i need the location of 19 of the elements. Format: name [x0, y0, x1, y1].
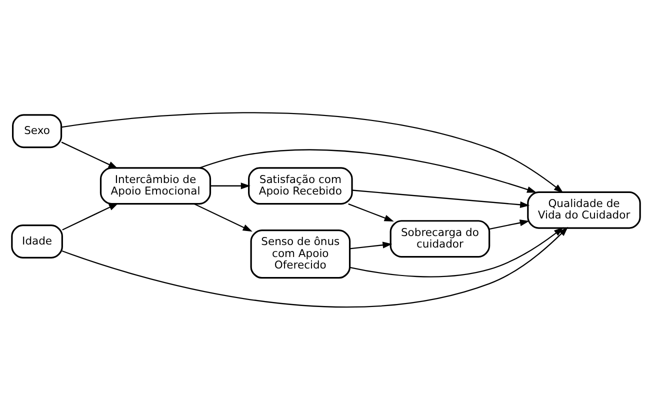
arrow: [61, 112, 564, 192]
arrow: [210, 182, 250, 189]
arrow: [61, 141, 118, 168]
arrow: [350, 241, 392, 249]
node-box: Satisfação com Apoio Recebido: [248, 166, 353, 204]
node-box: Intercâmbio de Apoio Emocional: [100, 166, 212, 204]
arrow: [489, 219, 530, 230]
arrow: [350, 226, 564, 277]
arrow: [62, 202, 118, 230]
node-box: Senso de ônus com Apoio Oferecido: [250, 229, 351, 278]
arrow: [200, 148, 537, 192]
arrow: [62, 226, 568, 307]
node-box: Sobrecarga do cuidador: [390, 220, 490, 258]
arrow: [352, 189, 530, 208]
node-box: Qualidade de Vida do Cuidador: [527, 190, 641, 228]
arrow: [194, 202, 252, 232]
node-box: Sexo: [12, 114, 62, 148]
arrow: [348, 202, 394, 221]
node-box: Idade: [11, 224, 63, 258]
